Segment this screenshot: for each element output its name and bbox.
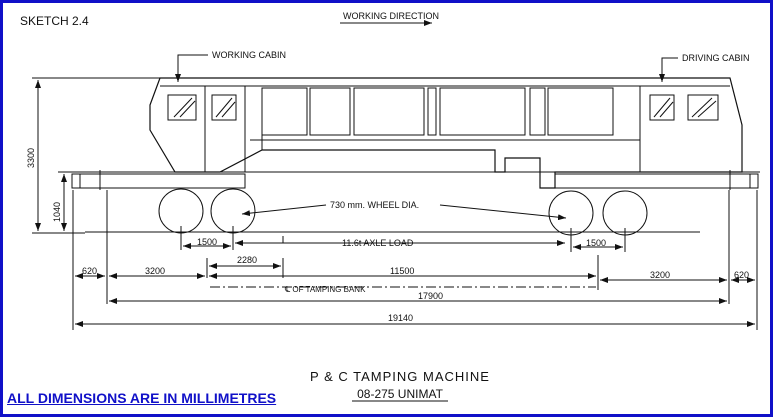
drawing-subtitle: 08-275 UNIMAT xyxy=(357,387,443,401)
tamping-offset-label: 2280 xyxy=(237,255,257,265)
bogie-right-label: 1500 xyxy=(586,238,606,248)
driving-cabin-label: DRIVING CABIN xyxy=(682,53,750,63)
over-buffers-label: 17900 xyxy=(418,291,443,301)
length-dimensions xyxy=(72,190,758,330)
working-direction-label: WORKING DIRECTION xyxy=(343,11,439,21)
bogie-centres-label: 11500 xyxy=(390,266,414,276)
wheel-leader-left xyxy=(241,204,327,217)
axle-load-label: 11.6t AXLE LOAD xyxy=(342,238,414,248)
driving-cabin-leader xyxy=(659,57,678,82)
cabin-windows xyxy=(167,94,719,121)
overall-length-label: 19140 xyxy=(388,313,413,323)
height-3300-label: 3300 xyxy=(26,148,36,168)
height-1040-label: 1040 xyxy=(52,202,62,222)
bogie-left-label: 1500 xyxy=(197,237,217,247)
overhang-left-label: 3200 xyxy=(145,266,165,276)
tamping-bank-label: ℄ OF TAMPING BANK xyxy=(284,285,366,294)
wheel-leader-right xyxy=(439,204,567,221)
end-left-label: 620 xyxy=(82,266,97,276)
units-note: ALL DIMENSIONS ARE IN MILLIMETRES xyxy=(7,390,277,406)
end-right-label: 620 xyxy=(734,270,749,280)
wheel-dia-label: 730 mm. WHEEL DIA. xyxy=(330,200,419,210)
wheels xyxy=(158,188,648,236)
drawing-title: P & C TAMPING MACHINE xyxy=(310,369,490,384)
machine-body xyxy=(149,77,743,189)
side-windows xyxy=(261,87,614,136)
working-cabin-leader xyxy=(175,54,208,82)
height-dimensions xyxy=(32,77,160,234)
underframe xyxy=(71,170,760,190)
sketch-label: SKETCH 2.4 xyxy=(20,14,89,28)
working-cabin-label: WORKING CABIN xyxy=(212,50,286,60)
bogie-dimensions xyxy=(180,226,626,252)
overhang-right-label: 3200 xyxy=(650,270,670,280)
